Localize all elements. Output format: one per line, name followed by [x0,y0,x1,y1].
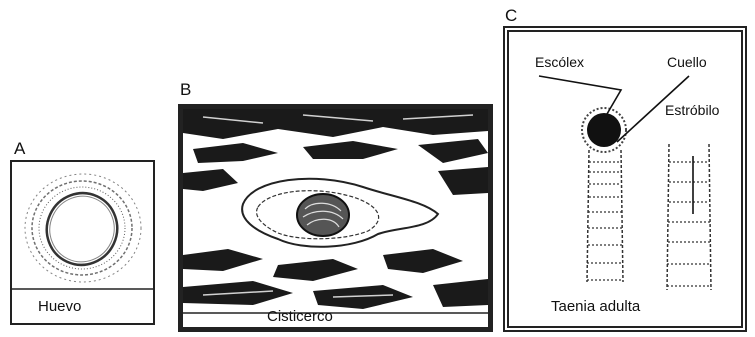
tapeworm-illustration [509,32,741,326]
egg-illustration [12,162,153,323]
neck-label: Cuello [667,54,707,70]
panel-a-caption: Huevo [38,298,81,315]
panel-c-letter: C [505,6,517,26]
panel-c-caption: Taenia adulta [551,298,640,315]
panel-b-letter: B [180,80,191,100]
scolex-label: Escólex [535,54,584,70]
strobila-label: Estróbilo [665,102,719,118]
panel-b-caption: Cisticerco [267,308,333,325]
panel-c-adult-tapeworm: Escólex Cuello Estróbilo Taenia adulta [503,26,747,332]
panel-a-egg: Huevo [10,160,155,325]
cysticercus-illustration [183,109,488,327]
panel-b-cysticercus: Cisticerco [178,104,493,332]
panel-a-letter: A [14,139,25,159]
